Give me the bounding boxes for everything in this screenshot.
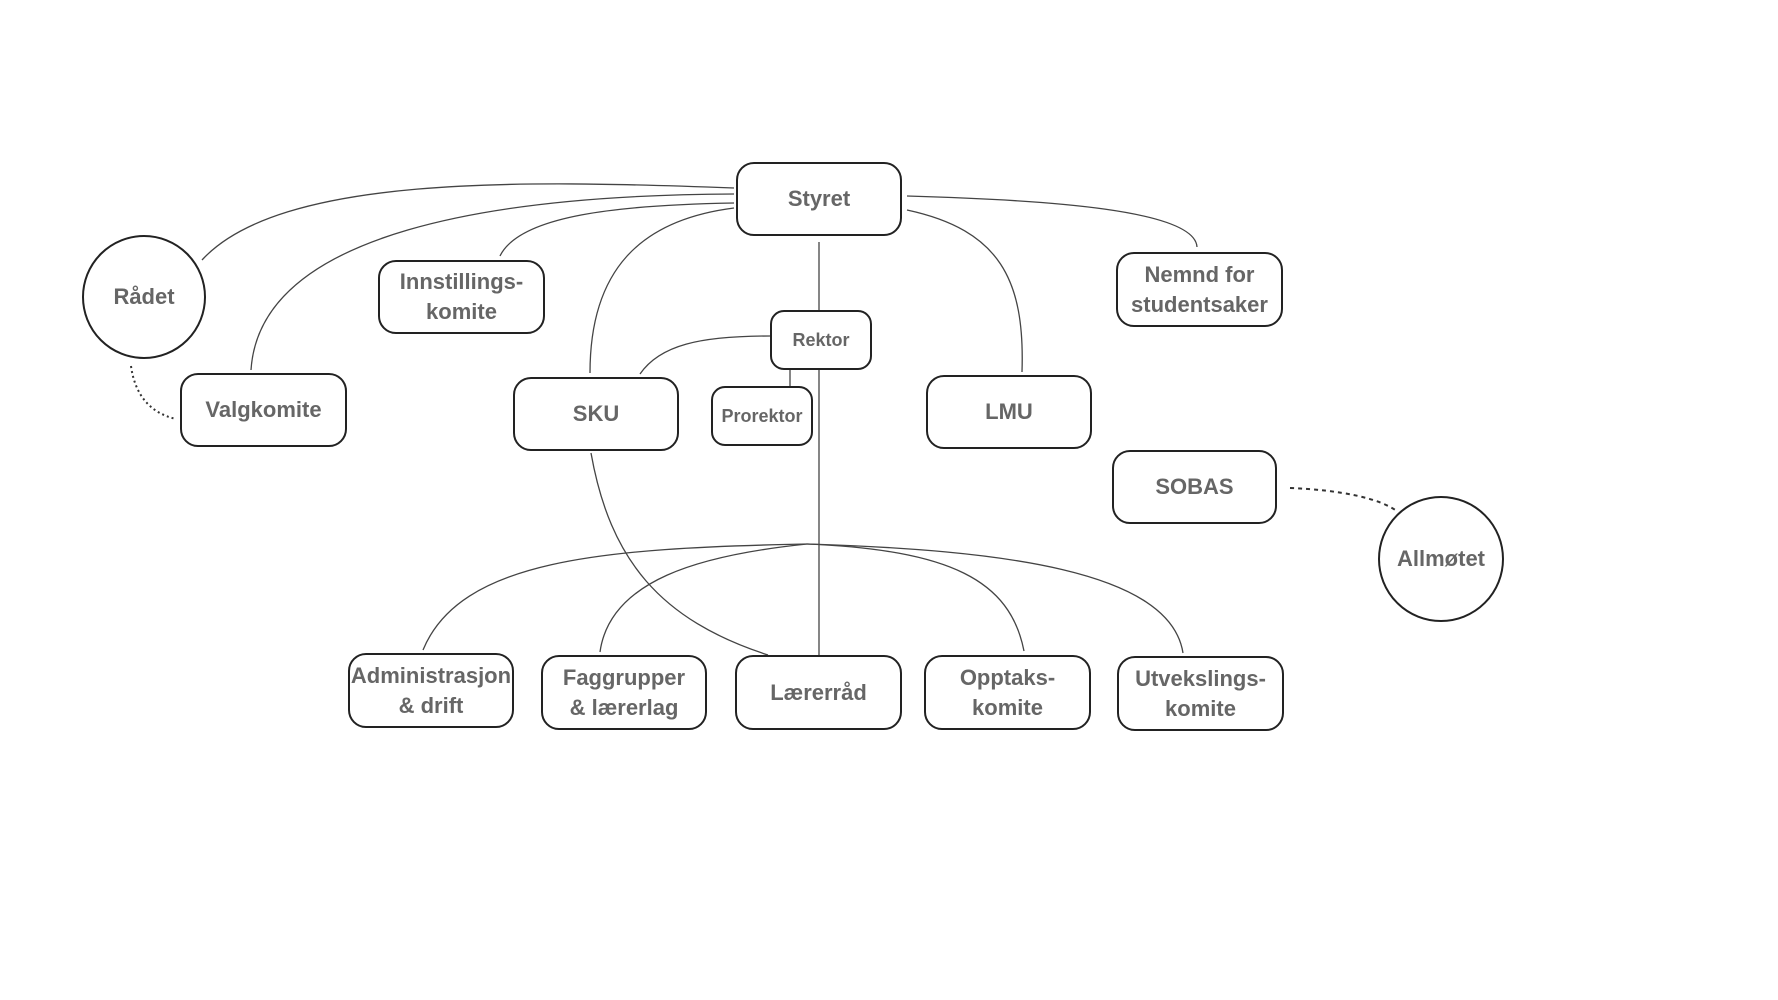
edge-radet-valgkomite xyxy=(130,365,177,420)
edge-hub-faggrupper xyxy=(599,543,808,653)
edge-styret-valgkomite xyxy=(250,193,735,371)
node-lmu[interactable]: LMU xyxy=(926,375,1092,449)
node-administrasjon-drift[interactable]: Administrasjon & drift xyxy=(348,653,514,728)
node-label: Administrasjon & drift xyxy=(350,662,512,718)
edge-styret-innstillingskomite xyxy=(499,202,735,257)
node-label: SOBAS xyxy=(1155,474,1234,499)
node-rektor[interactable]: Rektor xyxy=(770,310,872,370)
node-label: Nemnd for studentsaker xyxy=(1131,261,1268,317)
node-valgkomite[interactable]: Valgkomite xyxy=(180,373,347,447)
edge-styret-sku xyxy=(589,207,735,374)
edge-sobas-allmotet xyxy=(1289,487,1399,513)
node-styret[interactable]: Styret xyxy=(736,162,902,236)
node-label: Rektor xyxy=(792,330,850,350)
node-label: Utvekslings- komite xyxy=(1135,665,1266,721)
edge-hub-opptakskomite xyxy=(806,543,1025,652)
node-larerrad[interactable]: Lærerråd xyxy=(735,655,902,730)
edge-styret-radet xyxy=(201,183,735,261)
edge-rektor-sku xyxy=(639,335,771,375)
node-sobas[interactable]: SOBAS xyxy=(1112,450,1277,524)
node-utvekslingskomite[interactable]: Utvekslings- komite xyxy=(1117,656,1284,731)
node-prorektor[interactable]: Prorektor xyxy=(711,386,813,446)
node-label: SKU xyxy=(572,401,620,426)
node-allmotet[interactable]: Allmøtet xyxy=(1378,496,1504,622)
edge-hub-utvekslingskomite xyxy=(806,543,1184,654)
node-faggrupper-lererlag[interactable]: Faggrupper & lærerlag xyxy=(541,655,707,730)
node-label: Lærerråd xyxy=(770,679,867,705)
node-innstillingskomite[interactable]: Innstillings- komite xyxy=(378,260,545,334)
edge-sku-larerrad xyxy=(590,452,769,656)
node-sku[interactable]: SKU xyxy=(513,377,679,451)
edge-hub-administrasjon xyxy=(422,543,808,651)
node-nemnd-for-studentsaker[interactable]: Nemnd for studentsaker xyxy=(1116,252,1283,327)
node-label: Opptaks- komite xyxy=(959,664,1056,720)
node-opptakskomite[interactable]: Opptaks- komite xyxy=(924,655,1091,730)
node-label: Faggrupper & lærerlag xyxy=(562,664,686,720)
edge-styret-lmu xyxy=(906,209,1023,373)
node-label: Allmøtet xyxy=(1397,546,1485,571)
node-label: Rådet xyxy=(113,284,175,309)
node-label: Valgkomite xyxy=(205,397,322,422)
node-label: Innstillings- komite xyxy=(399,269,524,324)
node-label: LMU xyxy=(985,399,1033,424)
node-label: Prorektor xyxy=(721,406,803,426)
edge-styret-nemnd xyxy=(906,195,1198,248)
node-radet[interactable]: Rådet xyxy=(82,235,206,359)
node-label: Styret xyxy=(787,186,851,211)
